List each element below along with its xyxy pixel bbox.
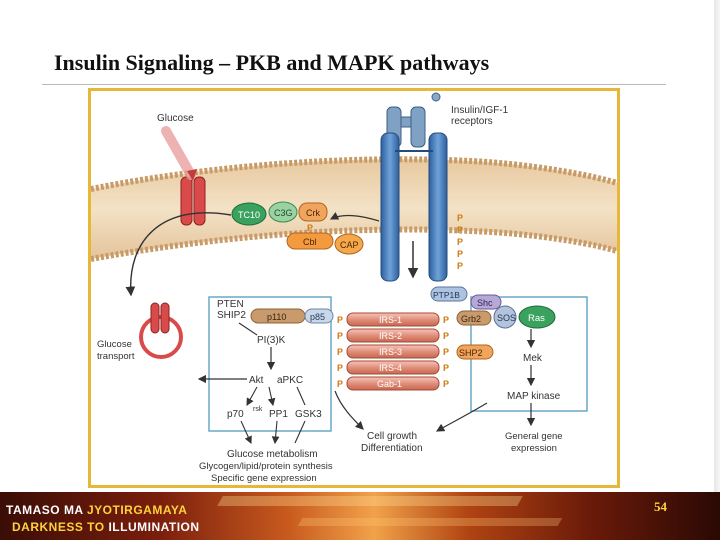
receptor-phospho-1: P xyxy=(457,213,463,223)
glucose-transport-vesicle xyxy=(139,302,183,359)
receptor-label-line2: receptors xyxy=(451,116,493,127)
irs-phospho-l4: P xyxy=(337,363,343,373)
irs-label-1: IRS-1 xyxy=(379,315,402,325)
sos-label: SOS xyxy=(497,313,516,323)
pathway-diagram: Glucose Insulin/IGF-1 receptors P P P P … xyxy=(88,88,620,488)
irs-label-4: IRS-4 xyxy=(379,363,402,373)
ptp1b-node xyxy=(430,286,468,302)
gene-expression-line1: General gene xyxy=(505,431,563,442)
irs-bar-4 xyxy=(346,360,440,375)
grb2-label: Grb2 xyxy=(461,314,481,324)
cell-growth-line1: Cell growth xyxy=(367,431,417,442)
ras-node xyxy=(518,305,556,329)
pathway-diagram-svg: Glucose Insulin/IGF-1 receptors P P P P … xyxy=(91,92,617,484)
irs-bar-2 xyxy=(346,328,440,343)
irs-phospho-r2: P xyxy=(443,331,449,341)
apkc-label: aPKC xyxy=(277,375,303,386)
irs-label-5: Gab-1 xyxy=(377,379,402,389)
receptor-label-line1: Insulin/IGF-1 xyxy=(451,105,509,116)
pi3k-box xyxy=(208,296,332,432)
receptor-phospho-2: P xyxy=(457,225,463,235)
cbl-node xyxy=(286,232,334,250)
irs-label-2: IRS-2 xyxy=(379,331,402,341)
ship2-label: SHIP2 xyxy=(217,310,246,321)
shc-label: Shc xyxy=(477,298,493,308)
p110-label: p110 xyxy=(267,312,286,322)
pi3k-label: PI(3)K xyxy=(257,335,286,346)
metabolism-line1: Glucose metabolism xyxy=(227,449,318,460)
receptor-phospho-5: P xyxy=(457,261,463,271)
p85-node xyxy=(304,308,334,324)
metabolism-line2: Glycogen/lipid/protein synthesis xyxy=(199,461,333,472)
pten-label: PTEN xyxy=(217,299,244,310)
irs-phospho-r4: P xyxy=(443,363,449,373)
tc10-label: TC10 xyxy=(238,210,260,220)
irs-phospho-l2: P xyxy=(337,331,343,341)
map-kinase-label: MAP kinase xyxy=(507,391,561,402)
irs-phospho-r1: P xyxy=(443,315,449,325)
c3g-node xyxy=(268,201,298,223)
cell-growth-line2: Differentiation xyxy=(361,443,423,454)
sos-node xyxy=(493,305,517,329)
glut4-transporter xyxy=(161,126,206,226)
gsk3-label: GSK3 xyxy=(295,409,322,420)
p85-label: p85 xyxy=(310,312,325,322)
crk-node xyxy=(298,202,328,222)
irs-bar-5 xyxy=(346,376,440,391)
page-number: 54 xyxy=(654,499,667,514)
glucose-transport-line2: transport xyxy=(97,351,135,362)
irs-column: IRS-1 IRS-2 IRS-3 IRS-4 Gab-1 P P P P P … xyxy=(337,312,449,391)
irs-phospho-l3: P xyxy=(337,347,343,357)
cbl-phospho: P xyxy=(307,223,313,233)
ptp1b-label: PTP1B xyxy=(433,290,460,300)
irs-bar-1 xyxy=(346,312,440,327)
gene-expression-line2: expression xyxy=(511,443,557,454)
glucose-label: Glucose xyxy=(157,113,194,124)
mek-label: Mek xyxy=(523,353,543,364)
slide-title: Insulin Signaling – PKB and MAPK pathway… xyxy=(54,50,490,75)
glucose-transport-line1: Glucose xyxy=(97,339,132,350)
insulin-receptor xyxy=(380,92,448,282)
title-divider xyxy=(42,84,666,85)
pp1-label: PP1 xyxy=(269,409,288,420)
receptor-phospho-3: P xyxy=(457,237,463,247)
footer-motto-line1: TAMASO MA JYOTIRGAMAYA xyxy=(6,503,188,517)
footer-motto-line2: DARKNESS TO ILLUMINATION xyxy=(12,520,200,534)
irs-label-3: IRS-3 xyxy=(379,347,402,357)
slide-edge-shadow xyxy=(714,0,720,492)
irs-bar-3 xyxy=(346,344,440,359)
shp2-label: SHP2 xyxy=(459,348,483,358)
cbl-label: Cbl xyxy=(303,237,317,247)
shc-node xyxy=(470,294,502,310)
irs-phospho-l5: P xyxy=(337,379,343,389)
p70rsk-sup: rsk xyxy=(253,406,263,413)
grb2-node xyxy=(456,310,492,326)
receptor-phospho-4: P xyxy=(457,249,463,259)
footer-banner xyxy=(0,492,720,540)
irs-phospho-r3: P xyxy=(443,347,449,357)
crk-label: Crk xyxy=(306,208,320,218)
akt-label: Akt xyxy=(249,375,264,386)
metabolism-line3: Specific gene expression xyxy=(211,473,317,484)
tc10-node xyxy=(231,202,267,226)
cap-label: CAP xyxy=(340,240,359,250)
c3g-label: C3G xyxy=(274,208,293,218)
irs-phospho-l1: P xyxy=(337,315,343,325)
irs-phospho-r5: P xyxy=(443,379,449,389)
p70rsk-label: p70 xyxy=(227,409,244,420)
ras-label: Ras xyxy=(528,313,545,324)
cap-node xyxy=(334,233,364,255)
shp2-node xyxy=(456,344,494,360)
